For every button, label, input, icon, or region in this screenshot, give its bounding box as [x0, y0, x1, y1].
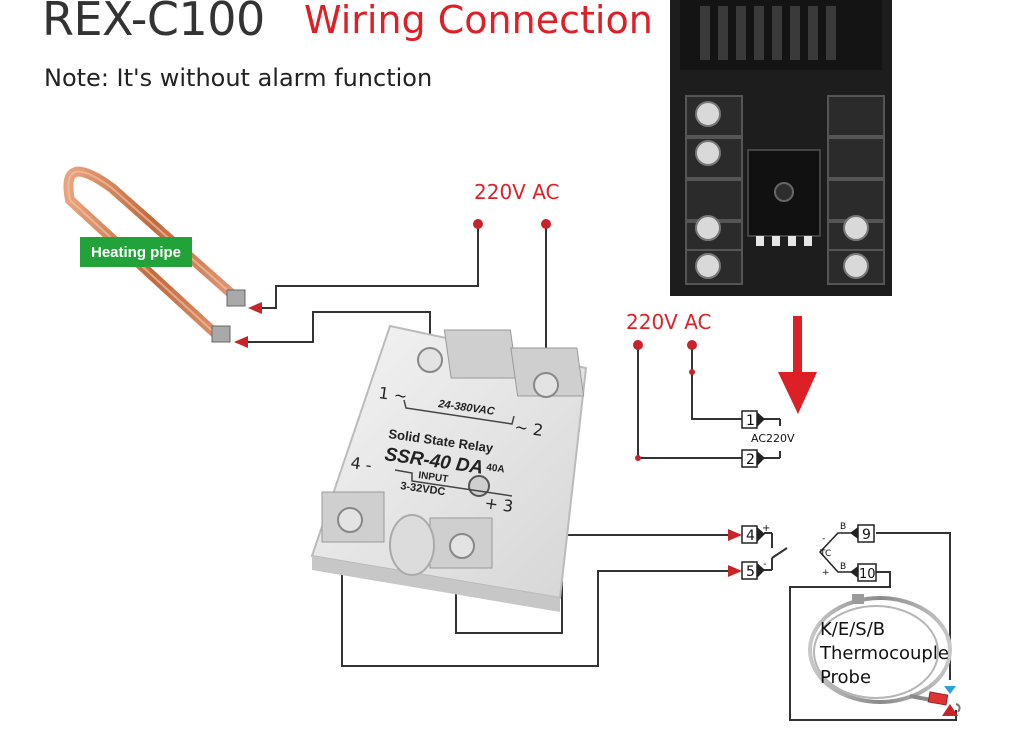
thermocouple-probe [808, 594, 961, 713]
wire-dots [473, 219, 697, 461]
svg-text:B: B [840, 562, 846, 572]
red-down-arrow [778, 316, 817, 414]
heating-pipe-label: Heating pipe [80, 237, 192, 267]
svg-text:TC: TC [819, 549, 831, 559]
controller-schematic: 1 2 AC220V 4 + 5 - [741, 410, 877, 582]
controller-vents [700, 6, 836, 60]
thermocouple-symbol: TC B B - + [818, 522, 852, 578]
relay-input-text: INPUT [418, 470, 449, 485]
relay-current-text: 40A [486, 462, 506, 475]
relay-terminal-3: + 3 [483, 493, 514, 516]
svg-text:+: + [822, 568, 830, 578]
svg-text:10: 10 [859, 567, 876, 582]
note-text: Note: It's without alarm function [44, 64, 433, 92]
controller-screws [695, 101, 869, 279]
model-title: REX-C100 [42, 0, 265, 46]
solid-state-relay: 24-380VAC Solid State Relay SSR-40 DA 40… [310, 324, 588, 612]
relay-terminal-1: 1 ~ [377, 383, 408, 406]
svg-text:B: B [840, 522, 846, 532]
relay-terminal-4: 4 - [349, 453, 372, 475]
probe-type-text: K/E/S/B [820, 619, 886, 640]
svg-text:2: 2 [746, 452, 755, 468]
page-title: Wiring Connection [304, 0, 653, 42]
svg-text:4: 4 [746, 528, 755, 544]
svg-text:-: - [763, 559, 767, 570]
svg-text:1: 1 [746, 413, 755, 429]
wires [246, 226, 957, 721]
probe-name-text: Thermocouple [820, 643, 949, 664]
heating-pipe [63, 166, 246, 343]
terminal-1: 1 [741, 410, 765, 429]
svg-text:9: 9 [862, 527, 871, 543]
terminal-4: 4 + [741, 523, 770, 544]
voltage-label-left: 220V AC [474, 180, 560, 204]
probe-suffix-text: Probe [820, 667, 872, 688]
svg-text:-: - [822, 534, 825, 544]
relay-terminal-2: ~ 2 [513, 417, 544, 440]
probe-label: K/E/S/B Thermocouple Probe [820, 618, 949, 690]
temperature-controller [670, 0, 892, 296]
terminal-2: 2 [741, 449, 765, 468]
terminal-9: 9 [850, 524, 875, 543]
terminal-10: 10 [850, 563, 877, 582]
voltage-label-right: 220V AC [626, 310, 712, 334]
ac220v-label: AC220V [751, 432, 795, 445]
svg-text:5: 5 [746, 564, 755, 580]
svg-text:+: + [762, 523, 770, 534]
terminal-5: 5 - [741, 559, 767, 580]
